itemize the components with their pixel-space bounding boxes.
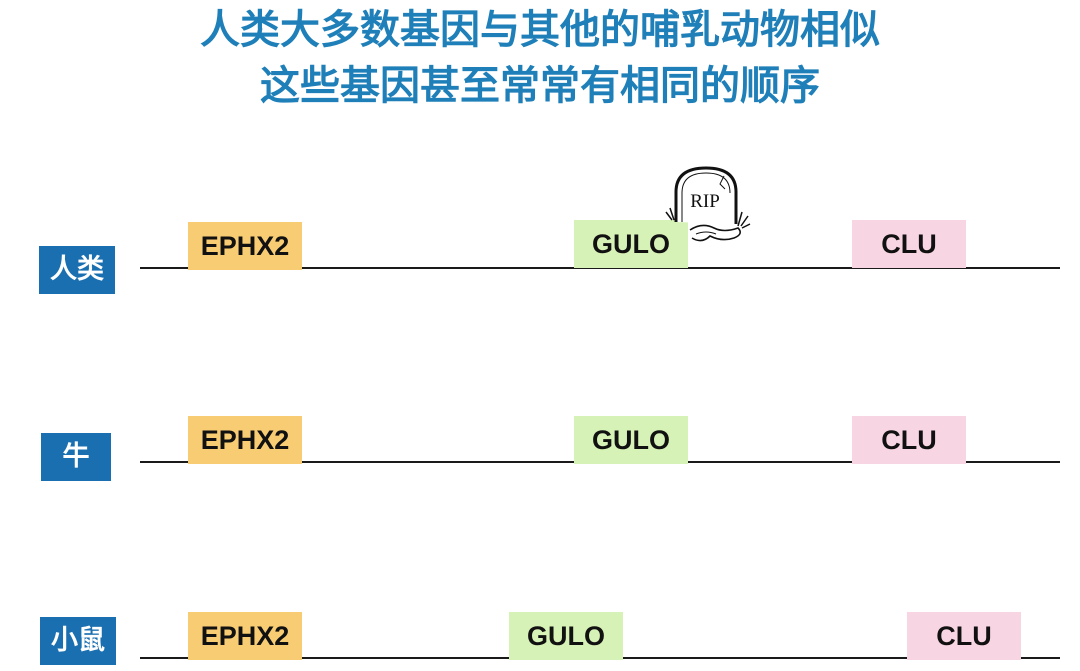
species-label-mouse: 小鼠 [40, 617, 116, 665]
gene-gulo-cow: GULO [574, 416, 688, 464]
chromosome-line-human [140, 267, 1060, 269]
tombstone-label: RIP [690, 191, 720, 212]
species-label-cow: 牛 [41, 433, 111, 481]
gene-clu-human: CLU [852, 220, 966, 268]
tombstone-icon [665, 166, 751, 242]
gene-ephx2-mouse: EPHX2 [188, 612, 302, 660]
gene-clu-cow: CLU [852, 416, 966, 464]
species-label-human: 人类 [39, 246, 115, 294]
gene-gulo-human: GULO [574, 220, 688, 268]
title-line-2: 这些基因甚至常常有相同的顺序 [260, 63, 820, 109]
gene-ephx2-human: EPHX2 [188, 222, 302, 270]
gene-gulo-mouse: GULO [509, 612, 623, 660]
gene-ephx2-cow: EPHX2 [188, 416, 302, 464]
title-line-1: 人类大多数基因与其他的哺乳动物相似 [200, 7, 880, 53]
gene-clu-mouse: CLU [907, 612, 1021, 660]
